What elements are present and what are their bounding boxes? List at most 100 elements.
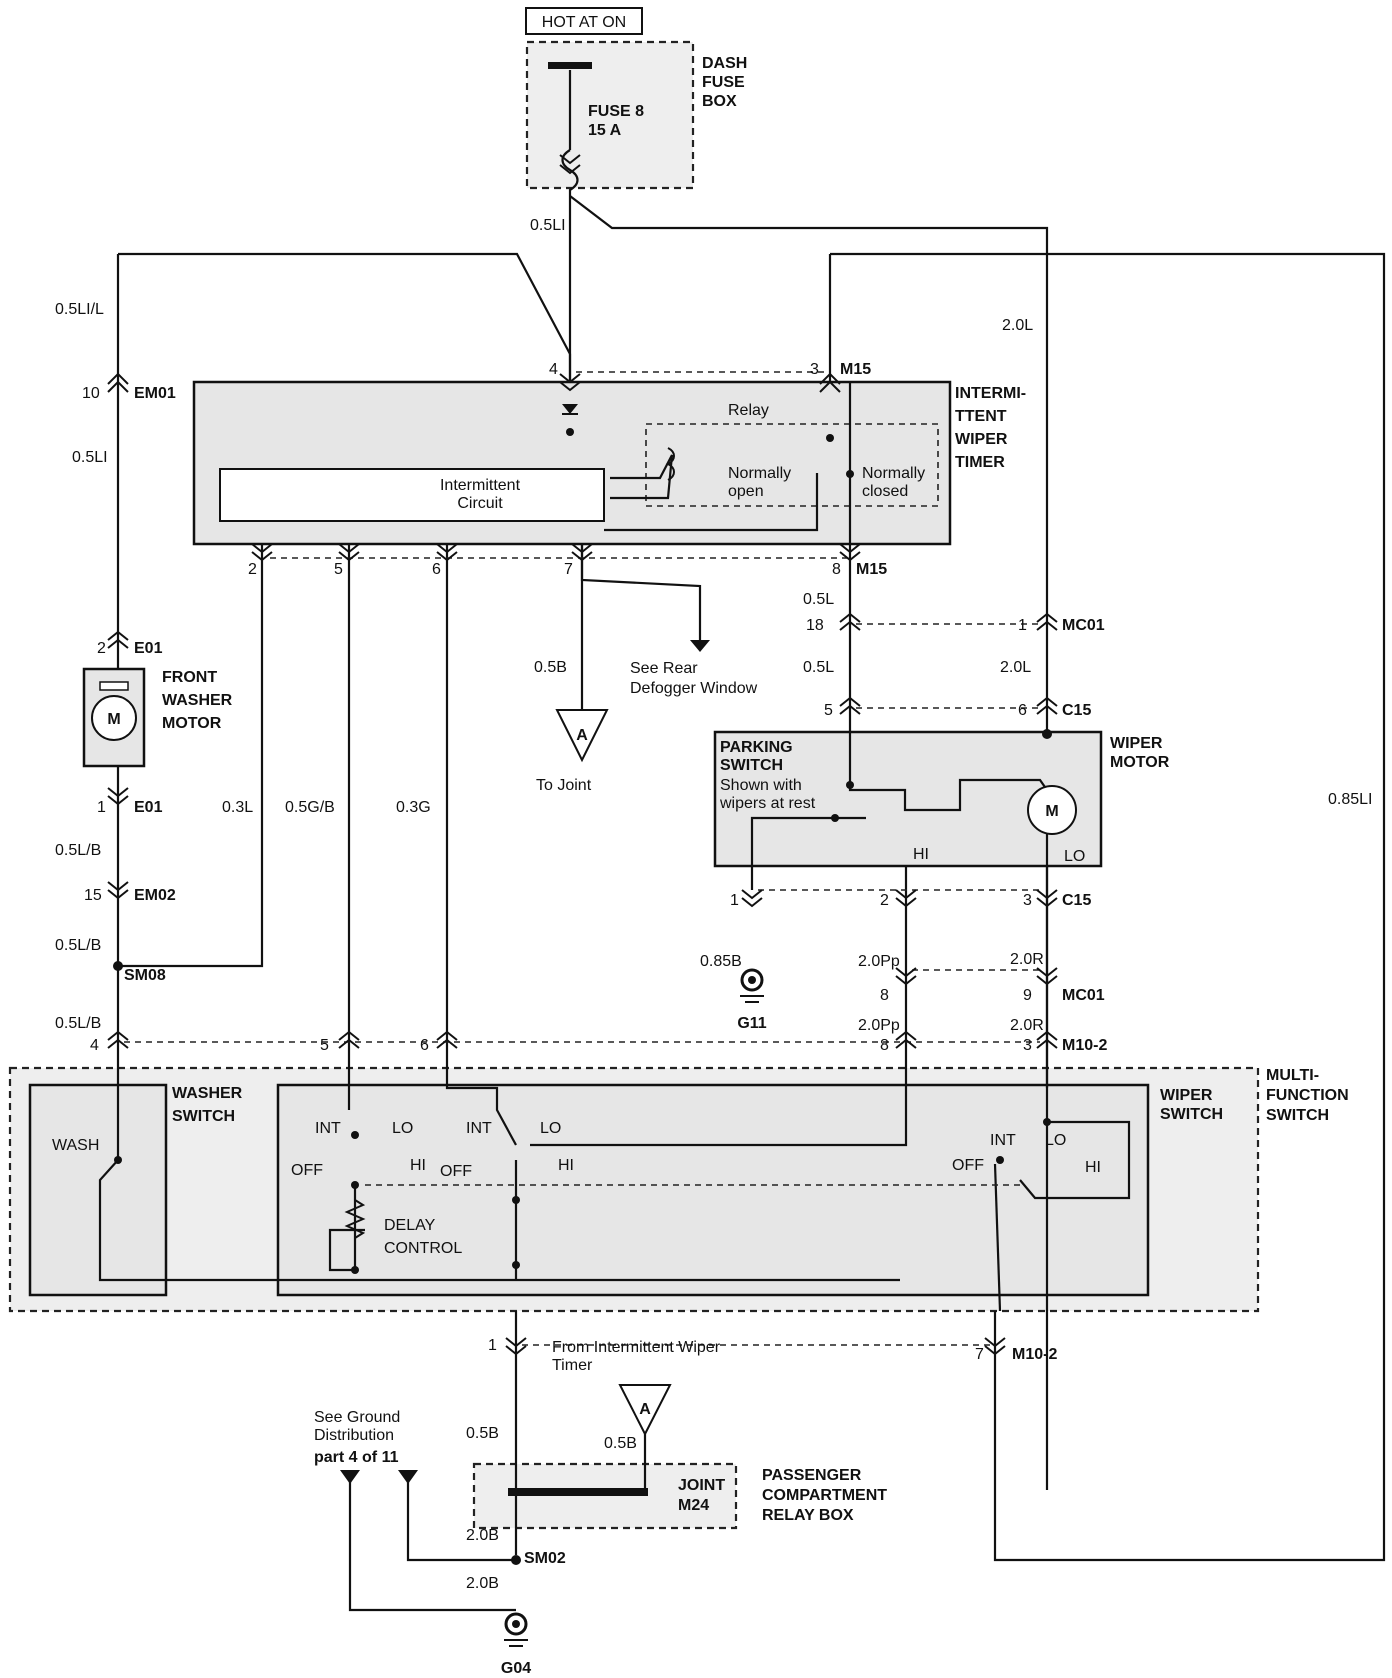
wire-label-w63: 2.0B (466, 1527, 499, 1544)
wire-label-w62: 0.5B (604, 1435, 637, 1452)
connector-dashes (124, 371, 1040, 1346)
wire-label-w6: 4 (549, 361, 558, 378)
wire-label-w49: 8 (880, 987, 889, 1004)
wire-label-w5: 0.5LI (72, 449, 108, 466)
wire-label-w9: 2.0L (1002, 317, 1033, 334)
wiper-motor-lo-label: LO (1064, 848, 1085, 865)
wire-label-w56: M10-2 (1062, 1037, 1107, 1054)
wire-label-w42: 1 (730, 892, 739, 909)
wire-label-w24: C15 (1062, 702, 1091, 719)
sw3-hi: HI (1085, 1159, 1101, 1176)
wire-label-w64: SM02 (524, 1550, 566, 1567)
wire-label-w57: 0.85LI (1328, 791, 1372, 808)
sw2-hi: HI (558, 1157, 574, 1174)
sw1-hi: HI (410, 1157, 426, 1174)
wire-label-w16: 0.5L (803, 591, 834, 608)
relay-coil (665, 447, 675, 481)
wire-label-w32: 0.3G (396, 799, 431, 816)
wire-label-w2: 0.5LI/L (55, 301, 104, 318)
wires (98, 70, 1386, 1612)
sw3-off: OFF (952, 1157, 984, 1174)
wire-label-w53: 2.0R (1010, 1017, 1044, 1034)
wire-label-w7: 3 (810, 361, 819, 378)
wire-label-w59: 7 (975, 1346, 984, 1363)
wire-label-w29: E01 (134, 799, 163, 816)
washer-motor-symbol: M (91, 681, 137, 741)
wash-label: WASH (52, 1137, 99, 1154)
wire-label-w31: 0.5G/B (285, 799, 335, 816)
relay-box (645, 423, 939, 507)
ground-arrow-1 (340, 1470, 360, 1484)
sw1-int: INT (315, 1120, 341, 1137)
joint-a-triangle-1: A (555, 709, 609, 763)
wire-label-w27: 0.5B (534, 659, 567, 676)
wire-label-w26: E01 (134, 640, 163, 657)
ground-g04-symbol (504, 1612, 528, 1647)
wire-label-w41: 6 (420, 1037, 429, 1054)
ground-arrow-2 (398, 1470, 418, 1484)
wire-label-w25: 2 (97, 640, 106, 657)
to-joint-note: To Joint (536, 777, 592, 794)
wire-label-w61: 0.5B (466, 1425, 499, 1442)
hot-at-on-box (525, 7, 643, 35)
svg-text:A: A (639, 1401, 651, 1418)
wire-label-w21: 2.0L (1000, 659, 1031, 676)
washer-switch-box (28, 1083, 168, 1297)
wire-label-w50: 9 (1023, 987, 1032, 1004)
wire-label-w17: 18 (806, 617, 824, 634)
wire-label-w30: 0.3L (222, 799, 253, 816)
wire-label-w45: C15 (1062, 892, 1091, 909)
sw2-off: OFF (440, 1163, 472, 1180)
wire-label-w33: 0.5L/B (55, 842, 101, 859)
svg-text:M: M (1045, 803, 1058, 820)
wire-label-w52: 2.0Pp (858, 1017, 900, 1034)
wire-label-w11: 5 (334, 561, 343, 578)
wire-label-w1: 0.5LI (530, 217, 566, 234)
connector-chevrons (107, 154, 1058, 1356)
sw3-lo: LO (1045, 1132, 1066, 1149)
wire-label-w44: 3 (1023, 892, 1032, 909)
delay-resistor (344, 1199, 366, 1239)
intermittent-circuit-box (219, 468, 605, 522)
joint-m24-bus (508, 1488, 648, 1496)
wire-label-w39: 4 (90, 1037, 99, 1054)
g04-label: G04 (501, 1660, 531, 1677)
wire-label-w19: MC01 (1062, 617, 1105, 634)
svg-text:M: M (107, 711, 120, 728)
wire-label-w46: 0.85B (700, 953, 742, 970)
wire-label-w8: M15 (840, 361, 871, 378)
wire-label-w65: 2.0B (466, 1575, 499, 1592)
wire-label-w43: 2 (880, 892, 889, 909)
wire-label-w4: EM01 (134, 385, 176, 402)
relay-label: Relay (728, 402, 769, 419)
wire-label-w55: 3 (1023, 1037, 1032, 1054)
ground-g11-symbol (740, 968, 764, 1003)
wire-label-w47: 2.0Pp (858, 953, 900, 970)
wire-label-w58: 1 (488, 1337, 497, 1354)
g11-label: G11 (737, 1015, 766, 1032)
defogger-arrow (690, 640, 710, 652)
joint-a-triangle-2: A (618, 1384, 672, 1437)
wire-label-w3: 10 (82, 385, 100, 402)
wire-label-w36: 0.5L/B (55, 937, 101, 954)
wiper-motor-hi-label: HI (913, 846, 929, 863)
sw2-int: INT (466, 1120, 492, 1137)
sw2-lo: LO (540, 1120, 561, 1137)
timer-diode (562, 404, 578, 414)
